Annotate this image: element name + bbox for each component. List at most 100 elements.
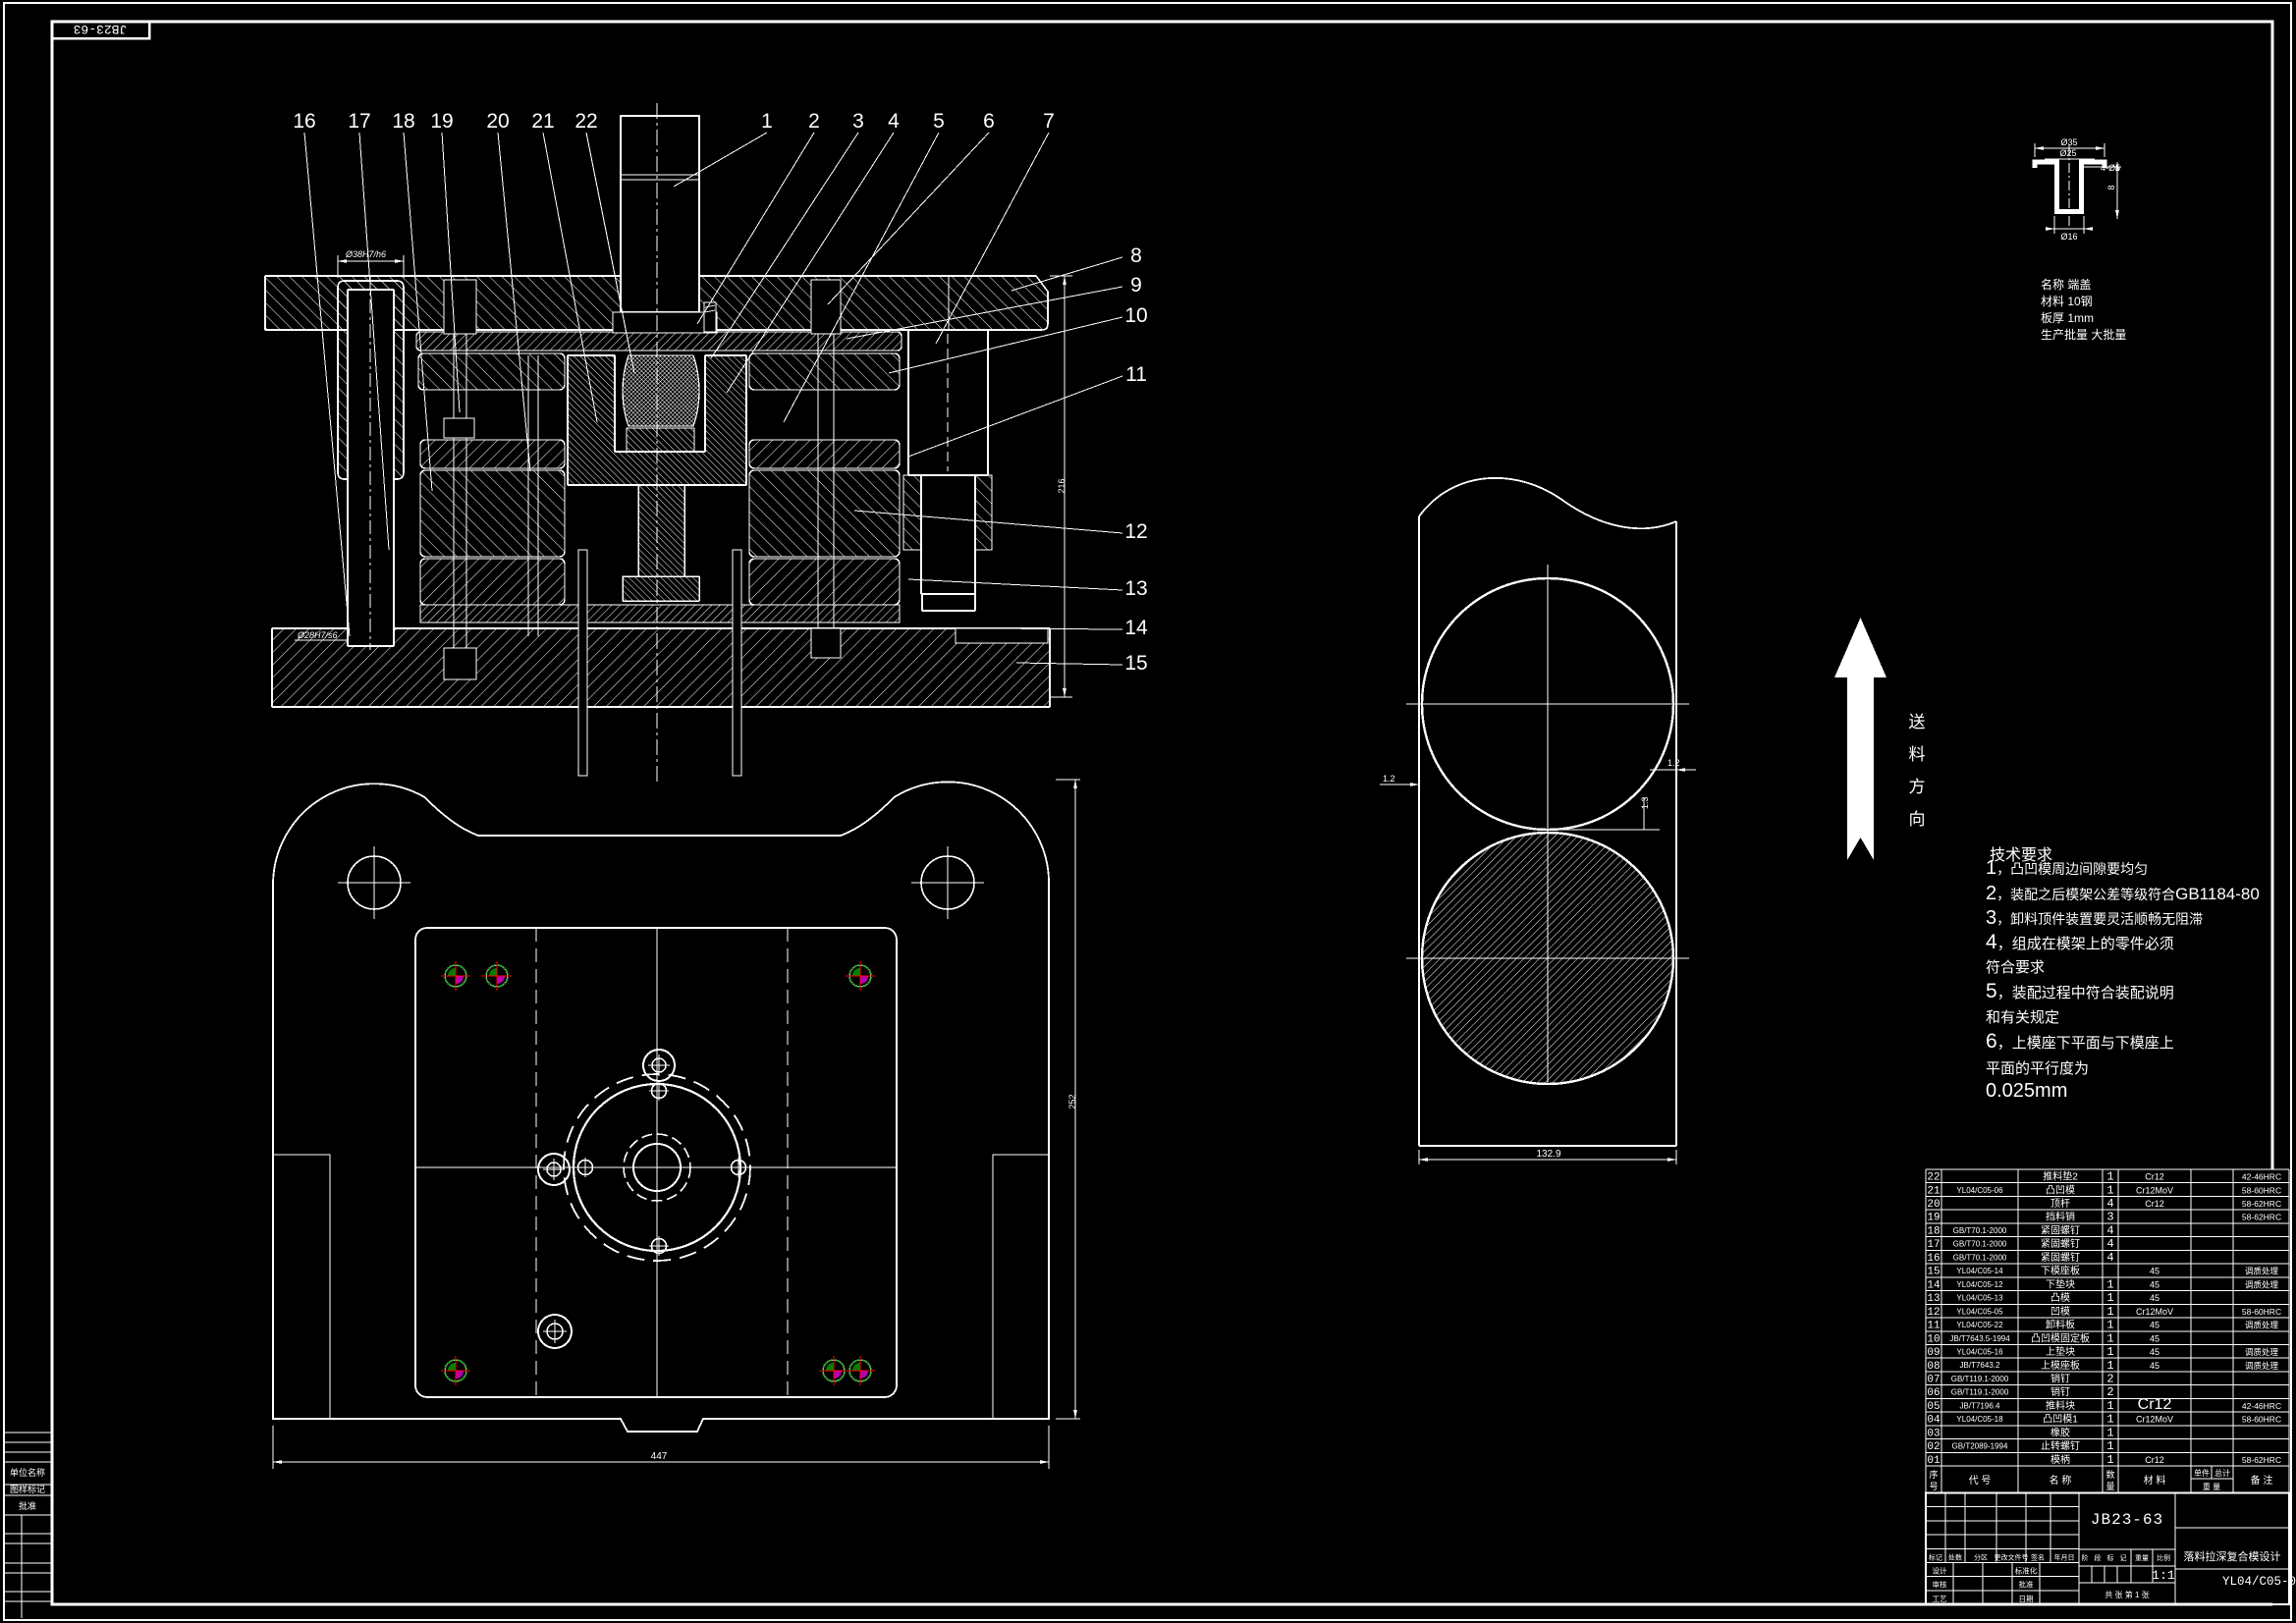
svg-text:45: 45 bbox=[2150, 1321, 2159, 1330]
svg-text:YL04/C05-13: YL04/C05-13 bbox=[1956, 1294, 2003, 1303]
svg-text:58-60HRC: 58-60HRC bbox=[2242, 1307, 2281, 1317]
svg-text:7: 7 bbox=[1043, 110, 1055, 133]
svg-text:18: 18 bbox=[1927, 1226, 1940, 1238]
svg-text:技术要求: 技术要求 bbox=[1990, 846, 2052, 864]
svg-text:号: 号 bbox=[1929, 1482, 1938, 1491]
svg-text:GB/T70.1-2000: GB/T70.1-2000 bbox=[1953, 1226, 2007, 1235]
svg-text:共 张 第 1 张: 共 张 第 1 张 bbox=[2105, 1590, 2149, 1599]
svg-text:GB/T119.1-2000: GB/T119.1-2000 bbox=[1951, 1388, 2009, 1397]
svg-text:YL04/C05-12: YL04/C05-12 bbox=[1956, 1280, 2003, 1289]
svg-text:4-Ø5: 4-Ø5 bbox=[2101, 163, 2120, 173]
svg-text:6: 6 bbox=[983, 110, 995, 133]
svg-text:JB/T7643.5-1994: JB/T7643.5-1994 bbox=[1949, 1334, 2010, 1343]
svg-text:17: 17 bbox=[348, 110, 370, 133]
svg-text:备 注: 备 注 bbox=[2251, 1474, 2273, 1487]
svg-text:5，装配过程中符合装配说明: 5，装配过程中符合装配说明 bbox=[1986, 980, 2174, 1002]
svg-text:落料拉深复合模设计: 落料拉深复合模设计 bbox=[2184, 1549, 2281, 1563]
svg-text:8: 8 bbox=[2106, 185, 2116, 189]
svg-text:06: 06 bbox=[1927, 1387, 1940, 1399]
svg-text:标记: 标记 bbox=[1929, 1552, 1942, 1561]
svg-text:签名: 签名 bbox=[2031, 1552, 2045, 1561]
svg-text:1:1: 1:1 bbox=[2152, 1568, 2175, 1583]
svg-text:销钉: 销钉 bbox=[2050, 1373, 2070, 1385]
svg-text:JB/T7643.2: JB/T7643.2 bbox=[1960, 1361, 2000, 1370]
svg-text:调质处理: 调质处理 bbox=[2245, 1267, 2279, 1276]
svg-text:止转螺钉: 止转螺钉 bbox=[2041, 1439, 2080, 1452]
svg-text:材 料: 材 料 bbox=[2144, 1474, 2166, 1487]
svg-text:42-46HRC: 42-46HRC bbox=[2242, 1172, 2281, 1182]
svg-text:YL04/C05-00: YL04/C05-00 bbox=[2222, 1575, 2296, 1589]
svg-text:2，装配之后模架公差等级符合GB1184-80: 2，装配之后模架公差等级符合GB1184-80 bbox=[1986, 883, 2260, 904]
svg-text:年月日: 年月日 bbox=[2054, 1552, 2075, 1561]
svg-text:名称 端盖: 名称 端盖 bbox=[2041, 277, 2091, 292]
svg-text:21: 21 bbox=[1927, 1185, 1941, 1197]
svg-text:图样标记: 图样标记 bbox=[10, 1484, 45, 1494]
svg-text:132.9: 132.9 bbox=[1536, 1149, 1560, 1160]
svg-text:08: 08 bbox=[1927, 1361, 1940, 1373]
svg-text:1: 1 bbox=[2106, 1277, 2113, 1291]
svg-text:6，上模座下平面与下模座上: 6，上模座下平面与下模座上 bbox=[1986, 1030, 2174, 1053]
svg-text:送: 送 bbox=[1909, 713, 1926, 731]
svg-text:分区: 分区 bbox=[1974, 1552, 1988, 1561]
svg-text:10: 10 bbox=[1927, 1333, 1940, 1345]
svg-text:16: 16 bbox=[293, 110, 315, 133]
svg-text:下垫块: 下垫块 bbox=[2046, 1277, 2075, 1290]
svg-text:1: 1 bbox=[2106, 1331, 2113, 1345]
svg-text:上垫块: 上垫块 bbox=[2046, 1345, 2075, 1358]
svg-text:审核: 审核 bbox=[1933, 1580, 1948, 1590]
svg-text:凸凹模: 凸凹模 bbox=[2046, 1184, 2075, 1196]
svg-text:推料垫2: 推料垫2 bbox=[2043, 1170, 2078, 1183]
svg-text:1: 1 bbox=[2106, 1319, 2113, 1332]
svg-text:20: 20 bbox=[1927, 1199, 1940, 1211]
svg-text:Cr12MoV: Cr12MoV bbox=[2136, 1185, 2173, 1195]
svg-text:单件: 单件 bbox=[2194, 1468, 2210, 1478]
svg-text:22: 22 bbox=[574, 110, 597, 133]
svg-text:凹模: 凹模 bbox=[2050, 1306, 2070, 1318]
svg-text:15: 15 bbox=[1124, 652, 1147, 675]
svg-text:段: 段 bbox=[2095, 1553, 2102, 1562]
svg-text:03: 03 bbox=[1927, 1428, 1940, 1439]
svg-text:顶杆: 顶杆 bbox=[2050, 1198, 2070, 1210]
svg-text:1.3: 1.3 bbox=[1640, 796, 1650, 809]
svg-text:13: 13 bbox=[1927, 1293, 1940, 1305]
svg-text:Ø25: Ø25 bbox=[2059, 148, 2076, 158]
svg-text:调质处理: 调质处理 bbox=[2245, 1361, 2279, 1371]
svg-text:9: 9 bbox=[1130, 274, 1142, 297]
svg-text:向: 向 bbox=[1909, 810, 1926, 829]
svg-text:Ø16: Ø16 bbox=[2060, 232, 2077, 242]
svg-text:JB23-63: JB23-63 bbox=[74, 22, 128, 36]
svg-text:调质处理: 调质处理 bbox=[2245, 1321, 2279, 1330]
svg-text:17: 17 bbox=[1927, 1239, 1940, 1251]
svg-text:上模座板: 上模座板 bbox=[2041, 1359, 2080, 1372]
svg-text:数: 数 bbox=[2105, 1469, 2114, 1480]
svg-text:平面的平行度为: 平面的平行度为 bbox=[1986, 1060, 2089, 1077]
svg-text:GB/T2089-1994: GB/T2089-1994 bbox=[1952, 1442, 2008, 1451]
svg-text:252: 252 bbox=[1067, 1094, 1077, 1109]
svg-text:58-60HRC: 58-60HRC bbox=[2242, 1415, 2281, 1425]
svg-text:重量: 重量 bbox=[2135, 1554, 2149, 1562]
svg-text:标: 标 bbox=[2107, 1553, 2114, 1562]
svg-text:调质处理: 调质处理 bbox=[2245, 1347, 2279, 1357]
svg-text:4，组成在模架上的零件必须: 4，组成在模架上的零件必须 bbox=[1986, 931, 2174, 953]
svg-text:1.2: 1.2 bbox=[1667, 758, 1680, 768]
svg-text:序: 序 bbox=[1929, 1469, 1938, 1480]
svg-text:58-62HRC: 58-62HRC bbox=[2242, 1213, 2281, 1222]
svg-text:0.025mm: 0.025mm bbox=[1986, 1080, 2067, 1102]
svg-text:量: 量 bbox=[2105, 1482, 2114, 1491]
svg-text:12: 12 bbox=[1124, 520, 1147, 543]
svg-text:1: 1 bbox=[2106, 1426, 2113, 1439]
svg-text:批准: 批准 bbox=[19, 1500, 36, 1511]
svg-text:14: 14 bbox=[1124, 617, 1148, 639]
svg-text:45: 45 bbox=[2150, 1361, 2159, 1371]
svg-text:1: 1 bbox=[2106, 1399, 2113, 1413]
svg-text:处数: 处数 bbox=[1948, 1552, 1962, 1561]
svg-text:45: 45 bbox=[2150, 1267, 2159, 1276]
svg-text:1: 1 bbox=[2106, 1170, 2113, 1184]
svg-text:GB/T70.1-2000: GB/T70.1-2000 bbox=[1953, 1240, 2007, 1249]
svg-text:标准化: 标准化 bbox=[2015, 1566, 2038, 1576]
svg-text:11: 11 bbox=[1927, 1321, 1941, 1332]
svg-text:3: 3 bbox=[852, 110, 864, 133]
svg-text:216: 216 bbox=[1057, 478, 1066, 493]
svg-text:橡胶: 橡胶 bbox=[2050, 1426, 2070, 1438]
svg-text:21: 21 bbox=[531, 110, 554, 133]
